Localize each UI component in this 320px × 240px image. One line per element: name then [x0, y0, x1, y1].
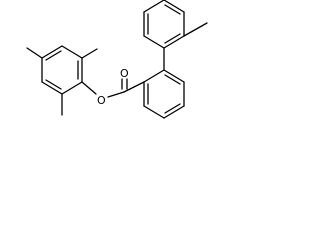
chemical-structure-diagram: O O [26, 0, 208, 119]
mesityl-ring [41, 45, 83, 95]
tolyl-methyl-bond [183, 22, 208, 37]
double-bond-inner [164, 4, 181, 15]
bond [163, 105, 185, 119]
bond [163, 35, 185, 49]
carbonyl-oxygen-label: O [120, 67, 129, 80]
double-bond-inner [45, 50, 62, 61]
carbonyl-to-ring-bond [123, 81, 145, 93]
mesityl-methyl-groups [26, 47, 98, 116]
double-bond-inner [164, 33, 181, 44]
methyl-bond-upper [81, 48, 98, 59]
bond [143, 105, 165, 119]
bond [143, 35, 165, 49]
double-bond-inner [164, 74, 181, 85]
bond [41, 45, 63, 59]
bond [61, 81, 83, 95]
ester-linkage: O O [81, 67, 145, 107]
benzoate-ring [143, 69, 185, 119]
bond [143, 0, 165, 13]
bond [163, 69, 185, 83]
bond [61, 45, 83, 59]
bond [41, 81, 63, 95]
bond [163, 0, 185, 13]
aryl-oxygen-bond [81, 81, 97, 95]
double-bond-inner [45, 79, 62, 90]
methyl-bond-left [26, 47, 43, 59]
oxygen-carbonyl-bond [107, 91, 125, 98]
double-bond-inner [164, 103, 181, 114]
ester-oxygen-label: O [97, 94, 106, 107]
bond [143, 69, 165, 83]
tolyl-ring [143, 0, 185, 49]
